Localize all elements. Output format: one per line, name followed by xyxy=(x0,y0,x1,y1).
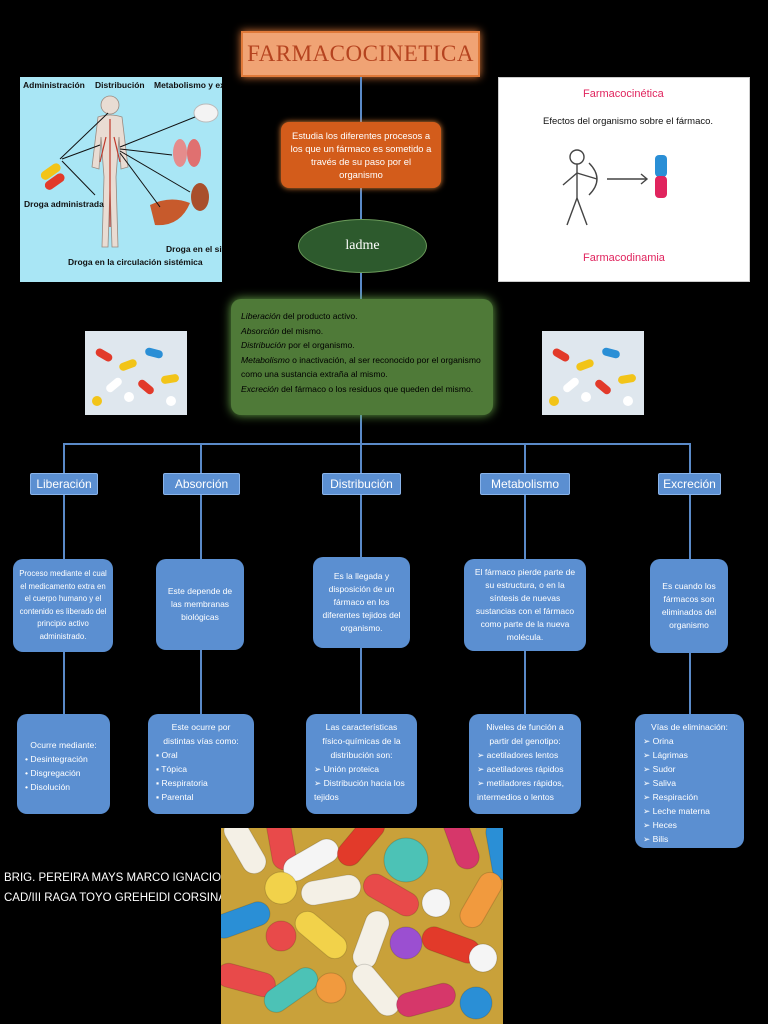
connector-branch xyxy=(63,495,65,559)
label-droga-administrada: Droga administrada xyxy=(24,199,104,209)
connector-title xyxy=(360,77,362,122)
detail-item: ▪ Parental xyxy=(156,792,194,802)
connector-branch xyxy=(63,443,65,473)
page-title: FARMACOCINETICA xyxy=(241,31,480,77)
figure-top-label: Farmacocinética xyxy=(583,88,664,100)
branch-desc-liberacion: Proceso mediante el cual el medicamento … xyxy=(13,559,113,652)
branch-detail-distribucion: Las características físico-químicas de l… xyxy=(306,714,417,814)
author-1: BRIG. PEREIRA MAYS MARCO IGNACIO xyxy=(4,872,222,884)
branch-detail-absorcion: Este ocurre por distintas vías como: ▪ O… xyxy=(148,714,254,814)
ladme-line: Absorción del mismo. xyxy=(241,325,324,336)
branch-header-excrecion: Excreción xyxy=(658,473,721,495)
detail-item: • Disolución xyxy=(25,782,71,792)
detail-item: ➢ acetiladores rápidos xyxy=(477,764,564,774)
detail-item: ➢ Saliva xyxy=(643,778,676,788)
connector-branch xyxy=(524,443,526,473)
detail-item: ➢ Unión proteica xyxy=(314,764,380,774)
connector-branch xyxy=(200,495,202,559)
branch-header-liberacion: Liberación xyxy=(30,473,98,495)
connector-branch xyxy=(360,648,362,714)
connector-branch xyxy=(200,443,202,473)
ladme-label: ladme xyxy=(345,238,380,253)
pills-photo-bottom xyxy=(221,828,503,1024)
pill-icon xyxy=(40,163,65,190)
ladme-line: Distribución por el organismo. xyxy=(241,340,355,350)
branch-desc-absorcion: Este depende de las membranas biológicas xyxy=(156,559,244,650)
label-metabolismo: Metabolismo y excreción xyxy=(154,80,222,90)
branch-header-distribucion: Distribución xyxy=(322,473,401,495)
capsule-icon xyxy=(655,155,667,198)
liver-icon xyxy=(150,199,190,226)
ladme-definitions: Liberación del producto activo. Absorció… xyxy=(231,299,493,415)
branch-header-metabolismo: Metabolismo xyxy=(480,473,570,495)
connector-branch xyxy=(689,653,691,714)
lungs-icon xyxy=(173,139,201,167)
ladme-line: Excreción del fármaco o los residuos que… xyxy=(241,383,474,394)
detail-item: ▪ Tópica xyxy=(156,764,188,774)
detail-item: ➢ metiladores rápidos, intermedios o len… xyxy=(477,778,564,802)
detail-item: ➢ Orina xyxy=(643,736,674,746)
label-administracion: Administración xyxy=(23,80,85,90)
pk-pd-figure: Farmacocinética Efectos del organismo so… xyxy=(498,77,750,282)
connector-branch xyxy=(524,651,526,714)
kidney-icon xyxy=(191,183,209,211)
detail-item: ➢ Distribución hacia los tejidos xyxy=(314,778,405,802)
connector-branch xyxy=(689,443,691,473)
detail-item: ➢ Lágrimas xyxy=(643,750,688,760)
branch-detail-excrecion: Vías de eliminación: ➢ Orina ➢ Lágrimas … xyxy=(635,714,744,848)
label-droga-circulacion: Droga en la circulación sistémica xyxy=(68,257,203,267)
author-2: CAD/III RAGA TOYO GREHEIDI CORSINA xyxy=(4,892,226,904)
figure-caption: Efectos del organismo sobre el fármaco. xyxy=(543,116,714,127)
intro-box: Estudia los diferentes procesos a los qu… xyxy=(281,122,441,188)
detail-item: ➢ Bilis xyxy=(643,834,669,844)
connector-branch xyxy=(689,495,691,559)
connector-branch xyxy=(524,495,526,559)
connector-branch xyxy=(63,652,65,714)
figure-bottom-label: Farmacodinamia xyxy=(583,252,665,264)
connector-horizontal xyxy=(64,443,691,445)
detail-item: ➢ Heces xyxy=(643,820,677,830)
branch-detail-liberacion: Ocurre mediante: • Desintegración • Disg… xyxy=(17,714,110,814)
detail-item: ➢ Leche materna xyxy=(643,806,710,816)
branch-header-absorcion: Absorción xyxy=(163,473,240,495)
intro-text: Estudia los diferentes procesos a los qu… xyxy=(290,130,432,180)
label-droga-sitio: Droga en el sitio de acción xyxy=(166,244,222,254)
brain-icon xyxy=(193,103,219,123)
branch-desc-excrecion: Es cuando los fármacos son eliminados de… xyxy=(650,559,728,653)
pharmacokinetics-figure: Administración Distribución Metabolismo … xyxy=(20,77,222,282)
detail-item: ▪ Oral xyxy=(156,750,178,760)
ladme-line: Metabolismo o inactivación, al ser recon… xyxy=(241,354,481,380)
detail-item: ➢ Respiración xyxy=(643,792,698,802)
detail-item: ➢ acetiladores lentos xyxy=(477,750,559,760)
detail-item: ▪ Respiratoria xyxy=(156,778,208,788)
connector-intro xyxy=(360,188,362,219)
branch-desc-distribucion: Es la llegada y disposición de un fármac… xyxy=(313,557,410,648)
detail-item: • Desintegración xyxy=(25,754,88,764)
detail-item: ➢ Sudor xyxy=(643,764,676,774)
branch-desc-metabolismo: El fármaco pierde parte de su estructura… xyxy=(464,559,586,651)
connector-branch xyxy=(360,495,362,557)
stick-figure-icon xyxy=(562,149,598,226)
pills-photo-left xyxy=(85,331,187,415)
connector-branch xyxy=(200,650,202,714)
detail-item: • Disgregación xyxy=(25,768,81,778)
label-distribucion: Distribución xyxy=(95,80,145,90)
pills-photo-right xyxy=(542,331,644,415)
connector-ladme xyxy=(360,271,362,299)
connector-green xyxy=(360,415,362,443)
ladme-line: Liberación del producto activo. xyxy=(241,311,358,321)
branch-detail-metabolismo: Niveles de función a partir del genotipo… xyxy=(469,714,581,814)
arrow-icon xyxy=(607,173,649,185)
ladme-node: ladme xyxy=(298,219,427,273)
connector-branch xyxy=(360,443,362,473)
